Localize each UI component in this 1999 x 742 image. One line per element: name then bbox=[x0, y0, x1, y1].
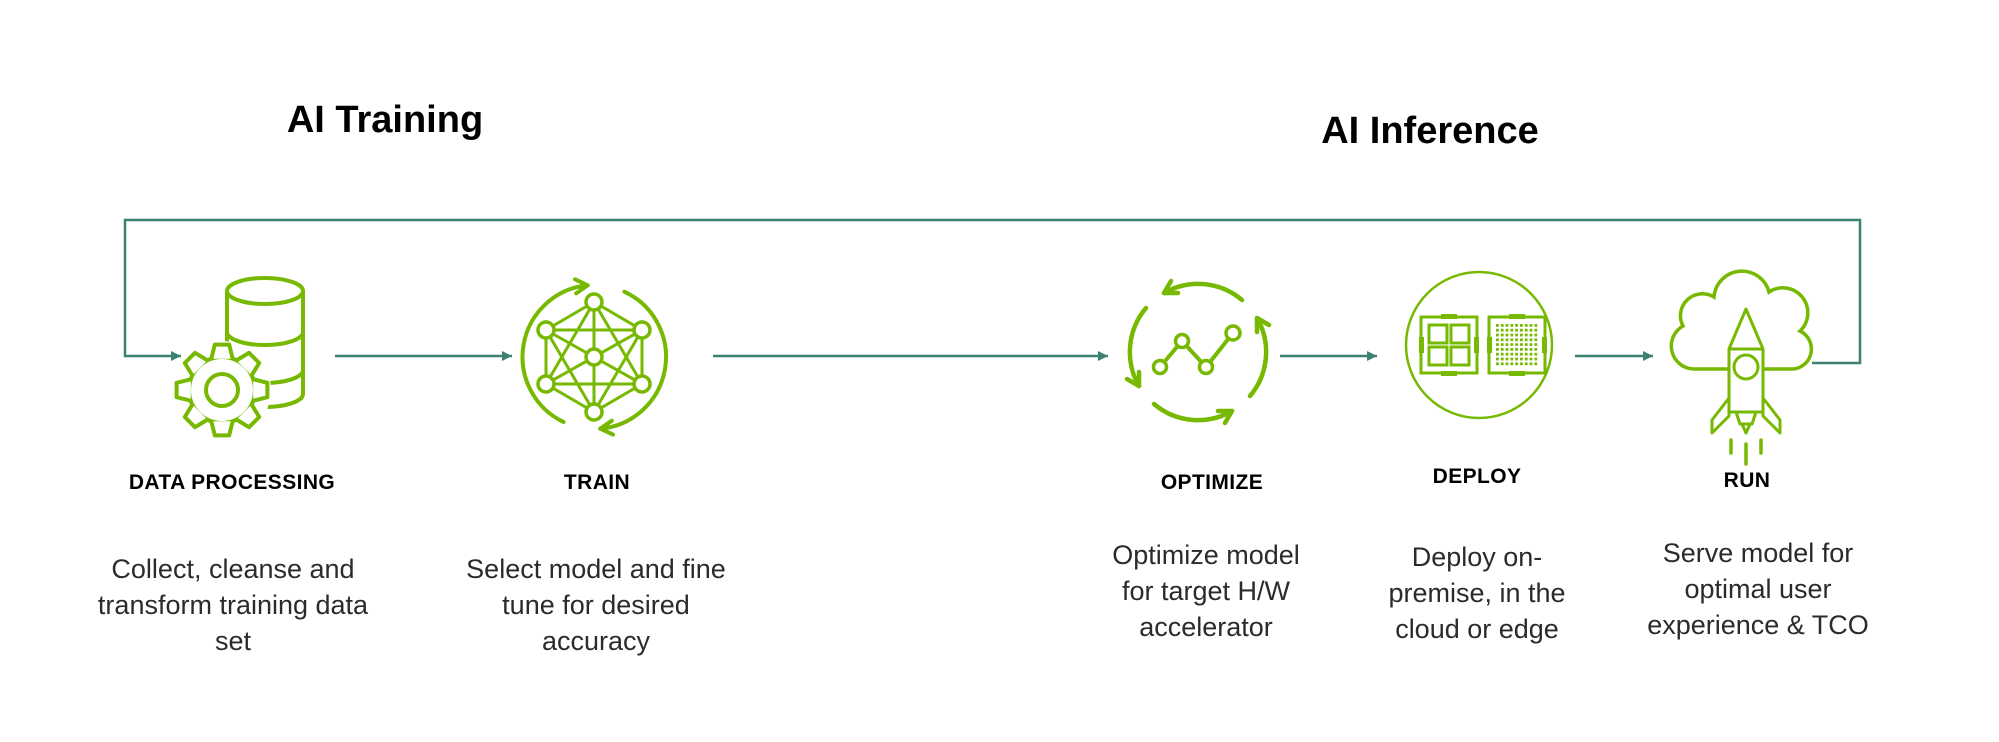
step-desc-data-processing: Collect, cleanse and transform training … bbox=[97, 554, 369, 656]
section-title-ai-training: AI Training bbox=[286, 99, 484, 141]
gpu-chip-icon bbox=[1487, 314, 1547, 376]
step-label-optimize: OPTIMIZE bbox=[1160, 471, 1264, 494]
feedback-loop-line bbox=[123, 218, 1862, 365]
step-label-run: RUN bbox=[1723, 469, 1771, 492]
step-label-train: TRAIN bbox=[563, 471, 631, 494]
step-label-data-processing: DATA PROCESSING bbox=[128, 471, 336, 494]
gear-icon bbox=[173, 341, 271, 439]
step-desc-optimize: Optimize model for target H/W accelerato… bbox=[1112, 540, 1300, 642]
rocket-icon bbox=[1710, 307, 1782, 466]
neural-network-icon bbox=[536, 292, 652, 422]
step-desc-train: Select model and fine tune for desired a… bbox=[466, 554, 726, 656]
deploy-circle bbox=[1404, 270, 1554, 420]
train-cycle-arrows-icon bbox=[520, 277, 668, 437]
deploy-icon bbox=[1404, 270, 1554, 420]
cpu-chip-icon bbox=[1419, 314, 1479, 376]
optimize-cycle-arrows-icon bbox=[1124, 278, 1272, 426]
step-desc-deploy: Deploy on- premise, in the cloud or edge bbox=[1388, 542, 1566, 644]
optimize-chart-icon bbox=[1151, 324, 1242, 376]
cloud-icon bbox=[1669, 269, 1814, 371]
step-desc-run: Serve model for optimal user experience … bbox=[1647, 538, 1869, 640]
step-label-deploy: DEPLOY bbox=[1432, 465, 1522, 488]
section-title-ai-inference: AI Inference bbox=[1321, 110, 1539, 152]
